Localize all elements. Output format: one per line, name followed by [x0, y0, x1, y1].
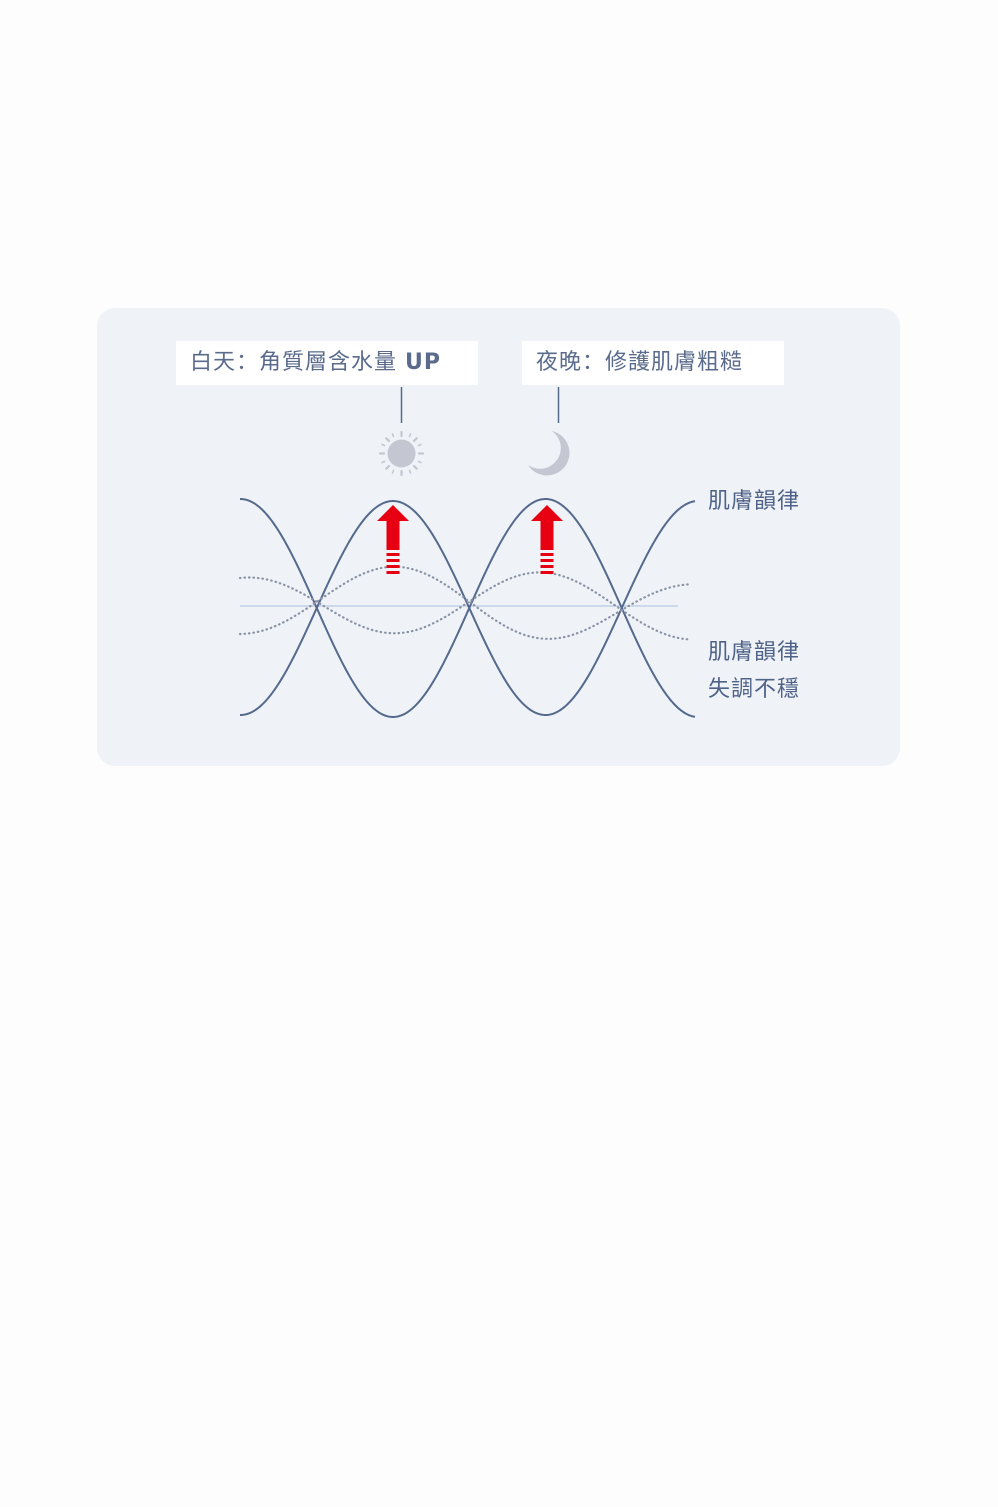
day-label: 白天：角質層含水量 UP — [176, 341, 478, 385]
night-label: 夜晚：修護肌膚粗糙 — [522, 341, 784, 385]
unstable-label-line2: 失調不穩 — [708, 677, 801, 702]
day-label-text: 白天：角質層含水量 — [190, 350, 405, 375]
sun-icon — [378, 430, 425, 477]
up-arrow-icon — [377, 505, 409, 574]
unstable-curve-1 — [238, 565, 690, 640]
moon-icon — [528, 431, 570, 476]
day-label-up: UP — [405, 350, 441, 375]
rhythm-label: 肌膚韻律 — [708, 489, 801, 514]
rhythm-curve-upper — [240, 500, 696, 716]
unstable-label-line1: 肌膚韻律 — [708, 640, 801, 665]
rhythm-curve-lower — [240, 498, 696, 718]
unstable-curve-2 — [238, 571, 690, 641]
unstable-rhythm-label: 肌膚韻律 失調不穩 — [708, 634, 800, 708]
up-arrow-icon — [531, 505, 563, 574]
